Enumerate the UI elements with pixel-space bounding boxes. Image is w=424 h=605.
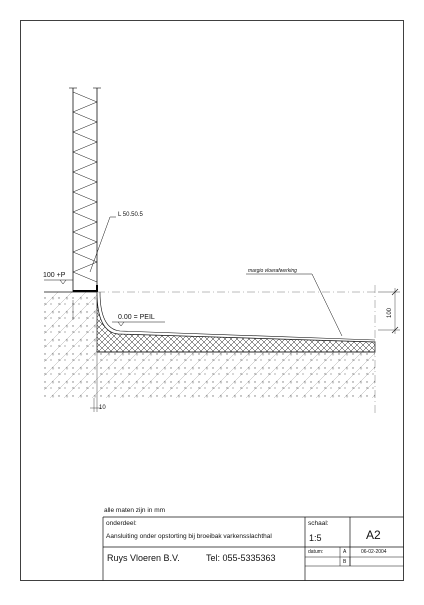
- floor-finish-label: margio vloerafwerking: [248, 268, 297, 274]
- sheet-number: A2: [366, 528, 381, 542]
- level-zero-label: 0.00 = PEIL: [118, 314, 155, 321]
- angle-profile-label: L 50.50.5: [118, 212, 143, 218]
- dimension-height-label: 100: [387, 307, 393, 318]
- dimension-height: [378, 288, 400, 334]
- scale-value: 1:5: [309, 533, 322, 543]
- revision-a-date: 06-02-2004: [361, 549, 387, 555]
- date-label: datum:: [308, 549, 324, 555]
- part-value: Aansluiting onder opstorting bij broeiba…: [106, 533, 272, 540]
- revision-a: A: [343, 549, 347, 555]
- revision-b: B: [343, 559, 347, 565]
- dimension-bottom: [90, 352, 101, 412]
- level-top-label: 100 +P: [43, 272, 66, 279]
- dimension-bottom-label: 10: [99, 405, 106, 411]
- wall: [69, 87, 101, 292]
- scale-label: schaal:: [308, 520, 329, 527]
- level-lines: [44, 279, 376, 415]
- title-block-lines: [102, 516, 404, 581]
- units-note: alle maten zijn in mm: [104, 507, 166, 514]
- company-phone: Tel: 055-5335363: [206, 553, 276, 563]
- leaders: [72, 216, 343, 337]
- part-label: onderdeel:: [106, 520, 137, 527]
- sheet-frame: [20, 20, 404, 581]
- company-name: Ruys Vloeren B.V.: [107, 553, 180, 563]
